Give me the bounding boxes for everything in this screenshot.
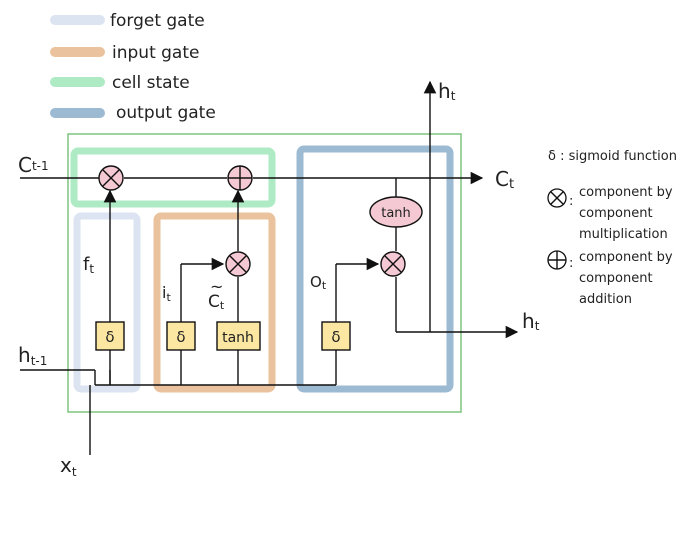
label-c-tilde: Ct bbox=[208, 292, 225, 312]
label-o-t: Ot bbox=[310, 273, 327, 292]
region-forget-gate bbox=[73, 212, 141, 393]
wiring bbox=[20, 80, 519, 455]
tanh-box-input bbox=[216, 321, 261, 351]
sigma-box-forget bbox=[95, 321, 125, 351]
legend-label-forget: forget gate bbox=[110, 11, 205, 31]
key-add-icon bbox=[547, 250, 567, 270]
sigma-box-input bbox=[166, 321, 196, 351]
tanh-label-input: tanh bbox=[222, 330, 254, 346]
output-multiply bbox=[380, 251, 406, 277]
label-f-t: ft bbox=[83, 254, 94, 276]
label-i-t: it bbox=[162, 283, 171, 304]
cell-frame bbox=[67, 133, 462, 413]
cell-add bbox=[227, 165, 253, 191]
key-multiply-line-3: multiplication bbox=[579, 227, 668, 242]
label-h-up: ht bbox=[438, 79, 456, 103]
label-x-in: xt bbox=[60, 453, 77, 479]
sigma-label-input: δ bbox=[176, 328, 185, 346]
legend: forget gate input gate cell state output… bbox=[50, 11, 216, 123]
label-c-prev: Ct-1 bbox=[18, 153, 49, 177]
key-multiply-line-2: component bbox=[579, 206, 653, 221]
symbol-key: δ : sigmoid function : component by comp… bbox=[547, 149, 677, 307]
key-add-colon: : bbox=[569, 256, 573, 271]
label-c-next: Ct bbox=[495, 167, 514, 192]
legend-label-cell: cell state bbox=[112, 73, 190, 93]
region-output-gate bbox=[296, 145, 454, 393]
key-multiply-line-1: component by bbox=[579, 185, 673, 200]
tanh-oval-output bbox=[369, 196, 423, 228]
key-add-line-3: addition bbox=[579, 292, 632, 307]
input-multiply bbox=[225, 251, 251, 277]
key-add-line-2: component bbox=[579, 271, 653, 286]
key-add-line-1: component by bbox=[579, 250, 673, 265]
key-multiply-icon bbox=[547, 188, 567, 208]
sigma-box-output bbox=[321, 321, 351, 351]
label-h-out: ht bbox=[522, 309, 540, 333]
forget-multiply bbox=[98, 165, 124, 191]
sigma-label-forget: δ bbox=[105, 328, 114, 346]
legend-label-input: input gate bbox=[112, 43, 199, 63]
label-h-prev: ht-1 bbox=[18, 343, 47, 368]
region-input-gate bbox=[153, 212, 276, 393]
key-multiply-colon: : bbox=[569, 194, 573, 209]
legend-label-output: output gate bbox=[116, 103, 216, 123]
sigma-label-output: δ bbox=[331, 328, 340, 346]
label-c-tilde-mark: ~ bbox=[210, 277, 223, 296]
key-sigmoid: δ : sigmoid function bbox=[548, 149, 677, 164]
tanh-oval-label: tanh bbox=[381, 206, 411, 221]
